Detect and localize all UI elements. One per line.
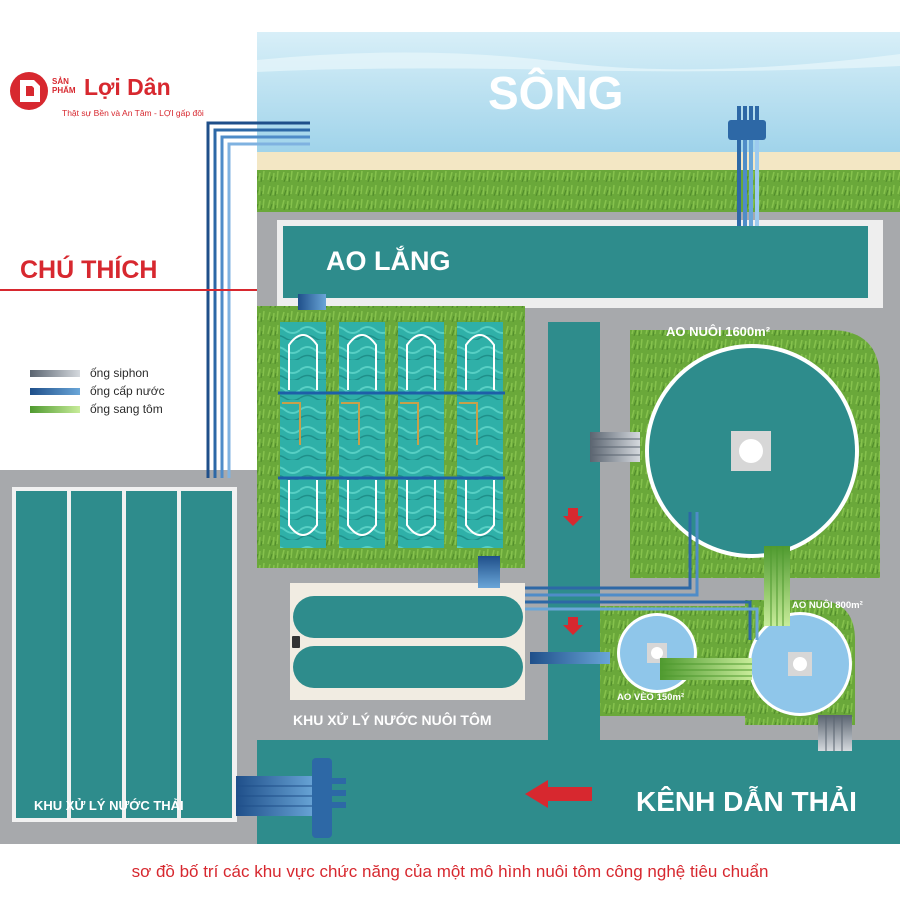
brand-name: Lợi Dân <box>84 74 171 100</box>
legend-label-siphon: ống siphon <box>90 366 149 380</box>
legend-label-transfer: ống sang tôm <box>90 402 163 416</box>
brand-small-top: SẢN <box>52 77 69 86</box>
settling-outlet-pipe <box>298 294 326 310</box>
waste-water-tanks <box>16 491 232 818</box>
diagram-caption: sơ đồ bố trí các khu vực chức năng của m… <box>131 862 769 881</box>
treatment-tank-bottom <box>293 646 523 688</box>
waste-water-treatment-label: KHU XỬ LÝ NƯỚC THẢI <box>34 798 184 813</box>
grow-pond-small-label: AO NUÔI 800m² <box>792 600 863 611</box>
flow-arrows <box>525 508 592 808</box>
legend-title: CHÚ THÍCH <box>20 256 158 284</box>
supply-pipe-left <box>206 121 310 478</box>
brand-small-text: SẢN PHẨM <box>52 77 76 95</box>
legend-swatch-supply <box>30 388 80 395</box>
raceway-outlet-pipe <box>478 556 500 588</box>
drain-arrow <box>525 780 592 808</box>
canal-vertical <box>548 322 600 752</box>
supply-pipe-to-pond <box>525 512 759 640</box>
shrimp-water-treatment-label: KHU XỬ LÝ NƯỚC NUÔI TÔM <box>293 712 492 728</box>
supply-pipe-to-nursery <box>530 652 610 664</box>
brand-logo-icon <box>10 72 48 110</box>
waste-pipe <box>236 758 346 838</box>
brand-small-bottom: PHẨM <box>52 86 76 95</box>
legend-swatch-siphon <box>30 370 80 377</box>
brand-tagline: Thật sự Bền và An Tâm - LỢI gấp đôi <box>62 108 204 118</box>
nursery-pond-label: AO VÈO 150m² <box>617 692 685 703</box>
river-area <box>257 32 900 154</box>
legend-swatch-transfer <box>30 406 80 413</box>
grass-strip <box>257 170 900 212</box>
legend-label-supply: ống cấp nước <box>90 384 165 398</box>
settling-pond-label: AO LẮNG <box>326 246 451 276</box>
transfer-pipe-horizontal <box>660 658 752 680</box>
siphon-pipe-small-pond <box>818 715 852 751</box>
treatment-tank-top <box>293 596 523 638</box>
river-label: SÔNG <box>488 67 624 119</box>
grow-pond-big-label: AO NUÔI 1600m² <box>666 324 771 339</box>
drain-canal-label: KÊNH DẪN THẢI <box>636 786 857 817</box>
supply-intake-right <box>728 106 766 226</box>
raceway-ponds <box>278 322 505 548</box>
riverbank-sand <box>257 152 900 172</box>
settling-pond <box>283 226 868 298</box>
